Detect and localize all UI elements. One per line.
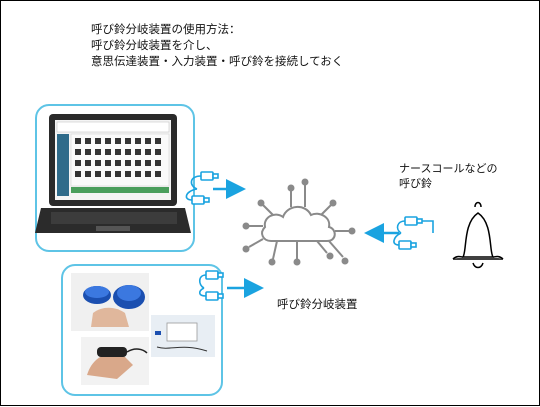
title-line-1: 呼び鈴分岐装置の使用方法： xyxy=(91,22,241,36)
laptop-image xyxy=(35,114,191,233)
branch-device-photo xyxy=(151,315,215,357)
usb-plugs-nurse-call-icon xyxy=(393,216,434,250)
title-line-3: 意思伝達装置・入力装置・呼び鈴を接続しておく xyxy=(91,54,344,68)
usb-plugs-laptop-icon xyxy=(185,171,219,205)
nurse-call-label: ナースコールなどの 呼び鈴 xyxy=(399,161,497,191)
nurse-call-label-line-2: 呼び鈴 xyxy=(399,177,432,190)
usage-description: 呼び鈴分岐装置の使用方法： 呼び鈴分岐装置を介し、 意思伝達装置・入力装置・呼び… xyxy=(91,21,343,69)
title-line-2: 呼び鈴分岐装置を介し、 xyxy=(91,38,218,52)
usb-plugs-input-icon xyxy=(198,270,224,301)
hand-switch-photo xyxy=(81,337,149,385)
cloud-hub-icon xyxy=(242,178,356,266)
nurse-call-label-line-1: ナースコールなどの xyxy=(399,162,498,175)
input-switches-image xyxy=(71,273,149,331)
branch-device-label: 呼び鈴分岐装置 xyxy=(277,297,358,311)
bell-icon xyxy=(452,201,504,269)
